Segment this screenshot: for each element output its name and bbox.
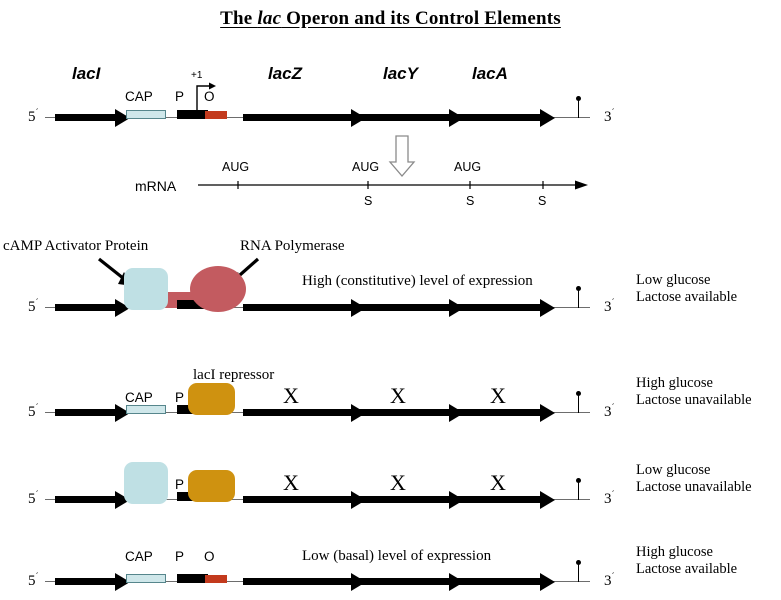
operator-box xyxy=(205,111,227,119)
blocked-mark-lacZ-low: X xyxy=(283,470,299,495)
condition-text-repressed-high: High glucose Lactose unavailable xyxy=(636,375,752,409)
rna-polymerase-label: RNA Polymerase xyxy=(240,238,345,254)
cap-binding-site-box-repressed-high xyxy=(126,405,166,414)
expression-level-text-induced: High (constitutive) level of expression xyxy=(302,273,533,289)
gene-label-lacI: lacI xyxy=(72,64,101,83)
laci-repressor-label: lacI repressor xyxy=(193,367,275,383)
condition-line2-repressed-high: Lactose unavailable xyxy=(636,392,752,408)
blocked-mark-lacY-high: X xyxy=(390,383,406,408)
cap-protein-shape-repressed-low xyxy=(124,462,168,504)
site-label-operator-basal: O xyxy=(204,549,215,564)
site-label-promoter-repressed-low: P xyxy=(175,477,185,492)
three-prime-label-map: 3´ xyxy=(604,107,615,125)
three-prime-label-repressed-low: 3´ xyxy=(604,489,615,507)
operator-box-basal xyxy=(205,575,227,583)
site-label-promoter-repressed-high: P xyxy=(175,390,185,405)
gene-label-lacA: lacA xyxy=(472,64,508,83)
row-basal: CAP P O Low (basal) level of expression … xyxy=(0,535,781,600)
three-prime-label-repressed-high: 3´ xyxy=(604,402,615,420)
promoter-box xyxy=(177,110,208,119)
laci-repressor-shape xyxy=(188,383,235,415)
blocked-mark-lacA-low: X xyxy=(490,470,506,495)
condition-line1-induced: Low glucose xyxy=(636,272,711,288)
five-prime-label-repressed-high: 5´ xyxy=(28,402,39,420)
camp-activator-protein-label: cAMP Activator Protein xyxy=(3,238,149,254)
blocked-mark-lacZ-high: X xyxy=(283,383,299,408)
translation-down-arrow-icon xyxy=(387,135,417,178)
mrna-transcript-line xyxy=(198,177,590,193)
site-label-promoter-basal: P xyxy=(175,549,185,564)
condition-line2-repressed-low: Lactose unavailable xyxy=(636,479,752,495)
mrna-label: mRNA xyxy=(135,178,177,194)
cap-binding-site-box-basal xyxy=(126,574,166,583)
mrna-stop-codon-3: S xyxy=(538,194,547,208)
transcription-start-label: +1 xyxy=(191,70,203,81)
mrna-start-codon-2: AUG xyxy=(352,160,380,174)
mrna-start-codon-3: AUG xyxy=(454,160,482,174)
condition-line2-induced: Lactose available xyxy=(636,289,738,305)
five-prime-label-basal: 5´ xyxy=(28,571,39,589)
cap-protein-shape xyxy=(124,268,168,310)
condition-line1-repressed-low: Low glucose xyxy=(636,462,711,478)
site-label-operator: O xyxy=(204,89,215,104)
promoter-box-basal xyxy=(177,574,208,583)
blocked-mark-lacA-high: X xyxy=(490,383,506,408)
blocked-mark-lacY-low: X xyxy=(390,470,406,495)
condition-line1-basal: High glucose xyxy=(636,544,713,560)
title-italic-lac: lac xyxy=(257,8,282,29)
site-label-cap: CAP xyxy=(125,89,153,104)
gene-label-lacZ: lacZ xyxy=(268,64,303,83)
rna-polymerase-shape xyxy=(190,266,246,312)
condition-text-repressed-low: Low glucose Lactose unavailable xyxy=(636,462,752,496)
three-prime-label-basal: 3´ xyxy=(604,571,615,589)
mrna-start-codon-1: AUG xyxy=(222,160,250,174)
expression-level-text-basal: Low (basal) level of expression xyxy=(302,548,492,564)
title-part2: Operon and its Control Elements xyxy=(281,8,561,29)
condition-text-basal: High glucose Lactose available xyxy=(636,544,737,578)
promoter-box-induced xyxy=(177,300,208,309)
condition-line2-basal: Lactose available xyxy=(636,561,738,577)
row-repressed-high-glucose: lacI repressor CAP P High glucose Lactos… xyxy=(0,365,781,435)
five-prime-label-repressed-low: 5´ xyxy=(28,489,39,507)
mrna-stop-codon-1: S xyxy=(364,194,373,208)
laci-repressor-shape-repressed-low xyxy=(188,470,235,502)
transcription-start-arrow-icon xyxy=(196,82,218,112)
condition-line1-repressed-high: High glucose xyxy=(636,375,713,391)
row-gene-map: lacI lacZ lacY lacA CAP P O +1 5´ 3´ xyxy=(0,60,781,130)
mrna-stop-codon-2: S xyxy=(466,194,475,208)
site-label-promoter: P xyxy=(175,89,185,104)
five-prime-label-induced: 5´ xyxy=(28,297,39,315)
three-prime-label-induced: 3´ xyxy=(604,297,615,315)
condition-text-induced: Low glucose Lactose available xyxy=(636,272,737,306)
gene-label-lacY: lacY xyxy=(383,64,418,83)
page-title: The lac Operon and its Control Elements xyxy=(0,8,781,30)
title-part1: The xyxy=(220,8,258,29)
row-repressed-low-glucose: P Low glucose Lactose unavailable 5´ 3´ xyxy=(0,452,781,522)
cap-binding-site-box xyxy=(126,110,166,119)
site-label-cap-basal: CAP xyxy=(125,549,153,564)
row-mrna: mRNA AUG AUG AUG S S S xyxy=(0,135,781,215)
site-label-cap-repressed-high: CAP xyxy=(125,390,153,405)
row-induced: cAMP Activator Protein RNA Polymerase Hi… xyxy=(0,236,781,326)
five-prime-label-map: 5´ xyxy=(28,107,39,125)
